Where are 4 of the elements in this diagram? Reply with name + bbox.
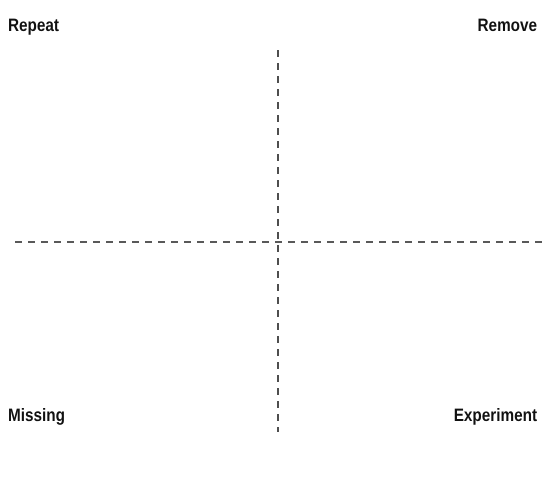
quadrant-label: Missing — [8, 404, 65, 426]
quadrant-label: Remove — [477, 14, 537, 36]
quadrant-label: Experiment — [454, 404, 537, 426]
quadrant-label: Repeat — [8, 14, 60, 36]
